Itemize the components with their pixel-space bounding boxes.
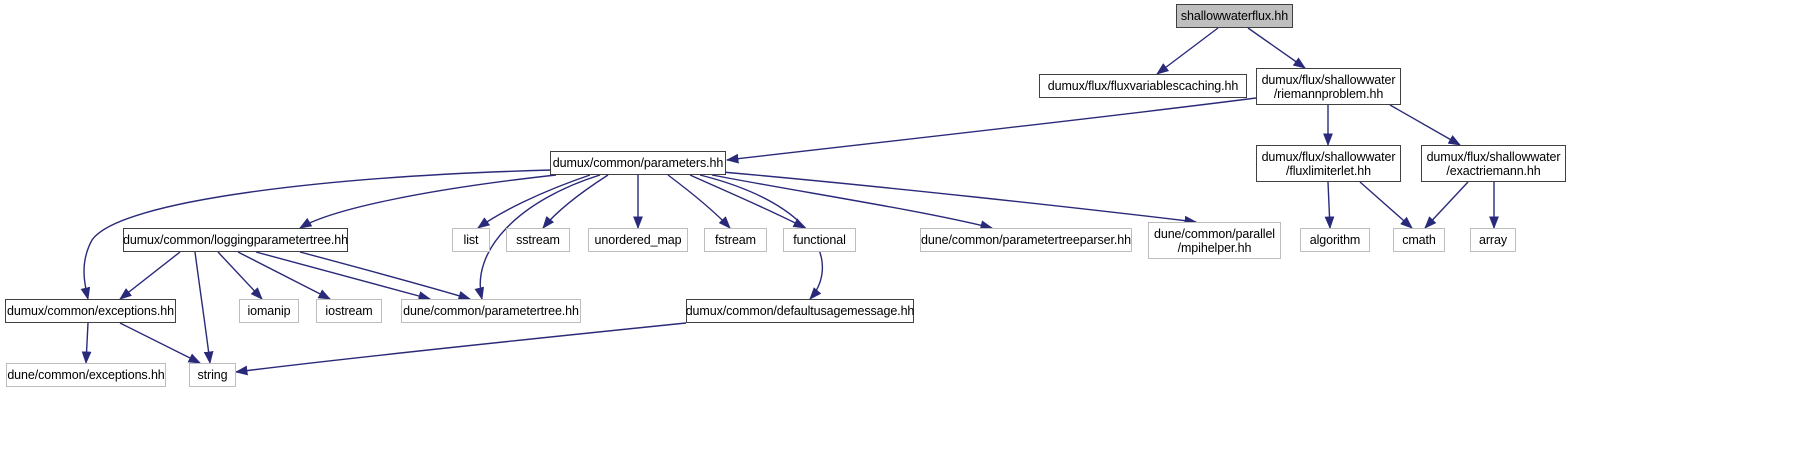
graph-node-label: dumux/common/parameters.hh bbox=[552, 156, 724, 170]
graph-edge-n6-to-n17 bbox=[119, 251, 181, 300]
graph-node-label: dune/common/exceptions.hh bbox=[7, 368, 165, 382]
graph-node-label: dune/common/parallel /mpihelper.hh bbox=[1154, 226, 1275, 255]
graph-node-label: dumux/common/loggingparametertree.hh bbox=[123, 233, 348, 247]
graph-node-n18[interactable]: iomanip bbox=[239, 299, 299, 323]
graph-node-n20[interactable]: dune/common/parametertree.hh bbox=[401, 299, 581, 323]
graph-node-n13[interactable]: dune/common/parallel /mpihelper.hh bbox=[1148, 222, 1281, 259]
graph-node-n4[interactable]: dumux/flux/shallowwater /fluxlimiterlet.… bbox=[1256, 145, 1401, 182]
graph-edge-n6-to-n20 bbox=[299, 251, 472, 301]
graph-edge-n2-to-n3 bbox=[725, 97, 1257, 164]
graph-node-label: iomanip bbox=[247, 304, 291, 318]
graph-node-n9[interactable]: unordered_map bbox=[588, 228, 688, 252]
graph-node-n3[interactable]: dumux/common/parameters.hh bbox=[550, 151, 726, 175]
graph-edge-n5-to-n15 bbox=[1424, 181, 1469, 229]
graph-edge-n17-to-n23 bbox=[119, 322, 202, 364]
graph-node-n16[interactable]: array bbox=[1470, 228, 1516, 252]
graph-node-label: dumux/flux/shallowwater /exactriemann.hh bbox=[1426, 149, 1561, 178]
graph-node-label: unordered_map bbox=[594, 233, 682, 247]
graph-node-n12[interactable]: dune/common/parametertreeparser.hh bbox=[920, 228, 1132, 252]
graph-node-n23[interactable]: string bbox=[189, 363, 236, 387]
graph-edge-n0-to-n1 bbox=[1156, 27, 1219, 75]
graph-edge-n3-to-n10 bbox=[667, 174, 731, 229]
graph-node-label: sstream bbox=[516, 233, 560, 247]
graph-node-n17[interactable]: dumux/common/exceptions.hh bbox=[5, 299, 176, 323]
graph-node-n1[interactable]: dumux/flux/fluxvariablescaching.hh bbox=[1039, 74, 1247, 98]
graph-edge-n3-to-n12 bbox=[711, 174, 994, 230]
graph-edge-n6-to-n18 bbox=[217, 251, 263, 300]
graph-node-n14[interactable]: algorithm bbox=[1300, 228, 1370, 252]
graph-node-label: dune/common/parametertreeparser.hh bbox=[921, 233, 1131, 247]
graph-node-label: fstream bbox=[715, 233, 756, 247]
graph-edge-n3-to-n6 bbox=[299, 174, 557, 229]
graph-edge-n4-to-n15 bbox=[1359, 181, 1413, 229]
graph-node-n21[interactable]: dumux/common/defaultusagemessage.hh bbox=[686, 299, 914, 323]
graph-edge-n2-to-n5 bbox=[1389, 104, 1461, 146]
graph-node-label: dumux/flux/fluxvariablescaching.hh bbox=[1047, 79, 1239, 93]
graph-node-label: algorithm bbox=[1309, 233, 1361, 247]
graph-node-label: string bbox=[197, 368, 228, 382]
graph-edge-n3-to-n8 bbox=[542, 174, 609, 229]
graph-node-n22[interactable]: dune/common/exceptions.hh bbox=[6, 363, 166, 387]
graph-node-n19[interactable]: iostream bbox=[316, 299, 382, 323]
graph-node-label: dumux/flux/shallowwater /fluxlimiterlet.… bbox=[1261, 149, 1396, 178]
graph-node-n6[interactable]: dumux/common/loggingparametertree.hh bbox=[123, 228, 348, 252]
graph-node-n11[interactable]: functional bbox=[783, 228, 856, 252]
graph-edge-n3-to-n13 bbox=[721, 171, 1198, 226]
graph-node-label: functional bbox=[793, 233, 846, 247]
graph-edge-n3-to-n11 bbox=[689, 174, 806, 229]
graph-node-label: dumux/common/defaultusagemessage.hh bbox=[685, 304, 915, 318]
graph-node-label: iostream bbox=[325, 304, 373, 318]
graph-node-label: cmath bbox=[1402, 233, 1436, 247]
graph-node-n5[interactable]: dumux/flux/shallowwater /exactriemann.hh bbox=[1421, 145, 1566, 182]
graph-node-n2[interactable]: dumux/flux/shallowwater /riemannproblem.… bbox=[1256, 68, 1401, 105]
graph-edge-n4-to-n14 bbox=[1324, 181, 1335, 230]
graph-node-n0[interactable]: shallowwaterflux.hh bbox=[1176, 4, 1293, 28]
graph-node-label: dumux/common/exceptions.hh bbox=[7, 304, 174, 318]
graph-node-label: array bbox=[1479, 233, 1507, 247]
graph-edge-n0-to-n2 bbox=[1247, 27, 1306, 69]
graph-node-label: list bbox=[463, 233, 479, 247]
graph-node-label: dune/common/parametertree.hh bbox=[403, 304, 579, 318]
graph-node-label: shallowwaterflux.hh bbox=[1180, 9, 1289, 23]
graph-edge-n21-to-n23 bbox=[234, 322, 687, 376]
graph-edge-n17-to-n22 bbox=[81, 322, 92, 365]
graph-edge-n6-to-n19 bbox=[237, 251, 331, 300]
graph-edge-n3-to-n7 bbox=[477, 174, 591, 229]
graph-node-n7[interactable]: list bbox=[452, 228, 490, 252]
graph-edge-n6-to-n20 bbox=[255, 251, 432, 301]
graph-node-label: dumux/flux/shallowwater /riemannproblem.… bbox=[1261, 72, 1396, 101]
graph-node-n15[interactable]: cmath bbox=[1393, 228, 1445, 252]
graph-node-n8[interactable]: sstream bbox=[506, 228, 570, 252]
graph-edge-n6-to-n23 bbox=[194, 251, 214, 365]
graph-node-n10[interactable]: fstream bbox=[704, 228, 767, 252]
